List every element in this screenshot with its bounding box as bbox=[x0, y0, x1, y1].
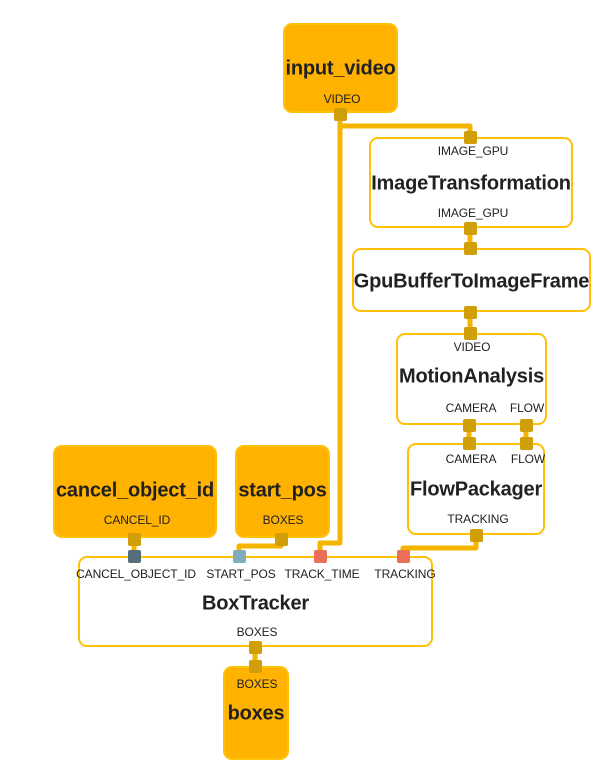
node-title-MotionAnalysis: MotionAnalysis bbox=[399, 365, 544, 388]
port-label-start_pos: START_POS bbox=[206, 567, 276, 581]
node-title-ImageTransformation: ImageTransformation bbox=[371, 172, 571, 195]
port-label-boxes: BOXES bbox=[236, 625, 278, 639]
port-label-video: VIDEO bbox=[453, 340, 491, 354]
port-BoxTracker-start_pos-icon[interactable] bbox=[232, 549, 246, 563]
port-ImageTransformation-image_gpu_in-icon[interactable] bbox=[463, 130, 477, 144]
port-label-boxes: BOXES bbox=[262, 513, 304, 527]
port-FlowPackager-flow-icon[interactable] bbox=[519, 436, 533, 450]
port-MotionAnalysis-flow-icon[interactable] bbox=[519, 418, 533, 432]
port-MotionAnalysis-camera-icon[interactable] bbox=[462, 418, 476, 432]
port-label-flow: FLOW bbox=[509, 401, 545, 415]
port-BoxTracker-track_time-icon[interactable] bbox=[313, 549, 327, 563]
port-label-camera: CAMERA bbox=[445, 401, 497, 415]
node-title-start_pos: start_pos bbox=[238, 479, 327, 502]
node-BoxTracker[interactable]: BoxTracker CANCEL_OBJECT_ID START_POS TRACK… bbox=[76, 556, 436, 647]
port-label-boxes: BOXES bbox=[236, 677, 278, 691]
port-label-track_time: TRACK_TIME bbox=[284, 567, 360, 581]
edge-FlowPackager:TRACKING-to-BoxTracker:TRACKING bbox=[400, 535, 479, 556]
port-GpuBufferToImageFrame-out-icon[interactable] bbox=[463, 305, 477, 319]
port-BoxTracker-cancel_object_id-icon[interactable] bbox=[127, 549, 141, 563]
node-FlowPackager[interactable]: FlowPackager CAMERA FLOW TRACKING bbox=[407, 443, 545, 535]
node-title-BoxTracker: BoxTracker bbox=[202, 592, 309, 615]
port-label-tracking: TRACKING bbox=[374, 567, 436, 581]
port-label-tracking: TRACKING bbox=[447, 512, 509, 526]
port-label-camera: CAMERA bbox=[445, 452, 497, 466]
port-start_pos-boxes-icon[interactable] bbox=[274, 532, 288, 546]
port-input_video-video-icon[interactable] bbox=[333, 107, 347, 121]
port-MotionAnalysis-video-icon[interactable] bbox=[463, 326, 477, 340]
node-title-cancel_object_id: cancel_object_id bbox=[56, 479, 214, 502]
port-GpuBufferToImageFrame-in-icon[interactable] bbox=[463, 241, 477, 255]
port-FlowPackager-tracking-icon[interactable] bbox=[469, 528, 483, 542]
port-label-video: VIDEO bbox=[323, 92, 361, 106]
port-label-image_gpu: IMAGE_GPU bbox=[437, 206, 509, 220]
node-title-input_video: input_video bbox=[285, 57, 396, 80]
port-label-cancel_object_id: CANCEL_OBJECT_ID bbox=[76, 567, 196, 581]
node-MotionAnalysis[interactable]: MotionAnalysis VIDEO CAMERA FLOW bbox=[396, 333, 547, 425]
port-ImageTransformation-image_gpu_out-icon[interactable] bbox=[463, 221, 477, 235]
port-boxes-boxes-icon[interactable] bbox=[248, 659, 262, 673]
port-cancel_object_id-cancel_id-icon[interactable] bbox=[127, 532, 141, 546]
edge-input_video:VIDEO-to-ImageTransformation:IMAGE_GPU bbox=[337, 114, 473, 137]
port-label-flow: FLOW bbox=[510, 452, 546, 466]
node-boxes[interactable]: boxes BOXES bbox=[223, 666, 289, 760]
node-title-GpuBufferToImageFrame: GpuBufferToImageFrame bbox=[353, 270, 590, 293]
port-BoxTracker-boxes-icon[interactable] bbox=[248, 640, 262, 654]
port-label-image_gpu: IMAGE_GPU bbox=[437, 144, 509, 158]
node-title-FlowPackager: FlowPackager bbox=[409, 478, 543, 501]
port-BoxTracker-tracking-icon[interactable] bbox=[396, 549, 410, 563]
node-title-boxes: boxes bbox=[227, 702, 285, 725]
port-label-cancel_id: CANCEL_ID bbox=[103, 513, 171, 527]
node-GpuBufferToImageFrame[interactable]: GpuBufferToImageFrame bbox=[352, 248, 591, 312]
port-FlowPackager-camera-icon[interactable] bbox=[462, 436, 476, 450]
